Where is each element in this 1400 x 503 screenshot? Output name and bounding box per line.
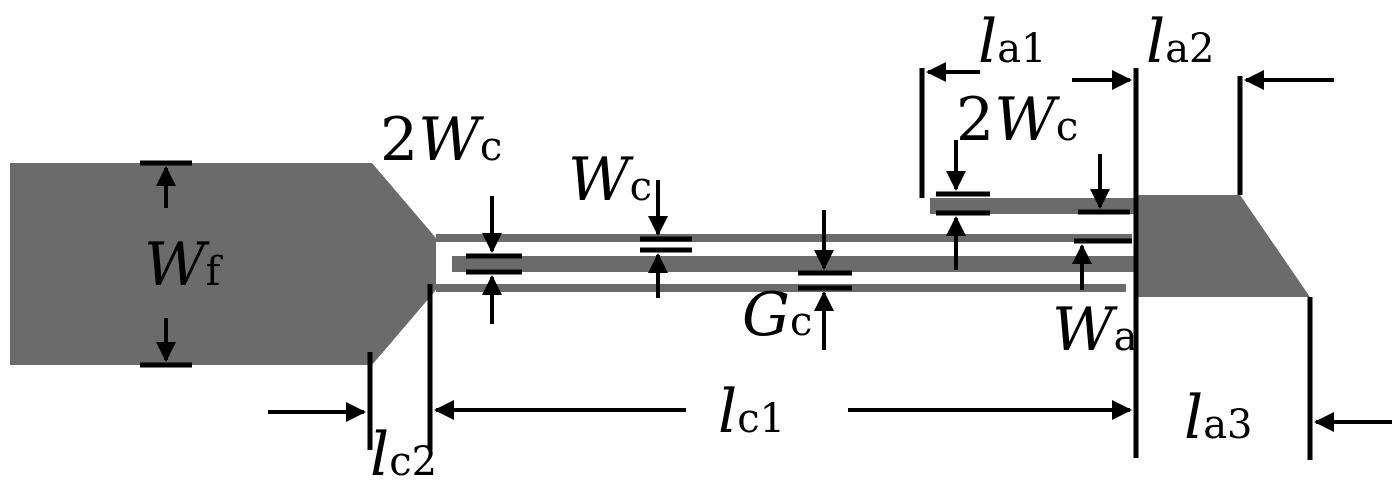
label-2wc-left: 2Wc bbox=[380, 105, 502, 175]
label-la1: la1 bbox=[978, 7, 1047, 77]
label-la2: la2 bbox=[1146, 7, 1215, 77]
label-2wc-right: 2Wc bbox=[956, 85, 1078, 155]
label-gc: Gc bbox=[742, 280, 812, 350]
dimension-arrows bbox=[156, 62, 1392, 432]
extension-lines bbox=[367, 68, 1313, 460]
label-lc1: lc1 bbox=[718, 377, 785, 447]
label-wf: Wf bbox=[144, 230, 224, 300]
antenna-taper bbox=[1138, 195, 1310, 297]
coupled-line-top bbox=[436, 234, 1132, 242]
coupled-line-middle bbox=[452, 256, 1140, 272]
label-la3: la3 bbox=[1184, 383, 1253, 453]
feed-line-taper bbox=[10, 163, 436, 365]
coupled-line-bottom bbox=[436, 284, 1126, 292]
label-wc: Wc bbox=[568, 145, 652, 215]
metal-layout bbox=[10, 163, 1310, 365]
dimension-labels: Wf 2Wc Wc Gc 2Wc Wa la1 la2 lc1 lc2 la3 bbox=[144, 7, 1253, 490]
dimension-bars bbox=[140, 160, 1132, 368]
label-wa: Wa bbox=[1052, 295, 1138, 365]
label-lc2: lc2 bbox=[370, 420, 437, 490]
